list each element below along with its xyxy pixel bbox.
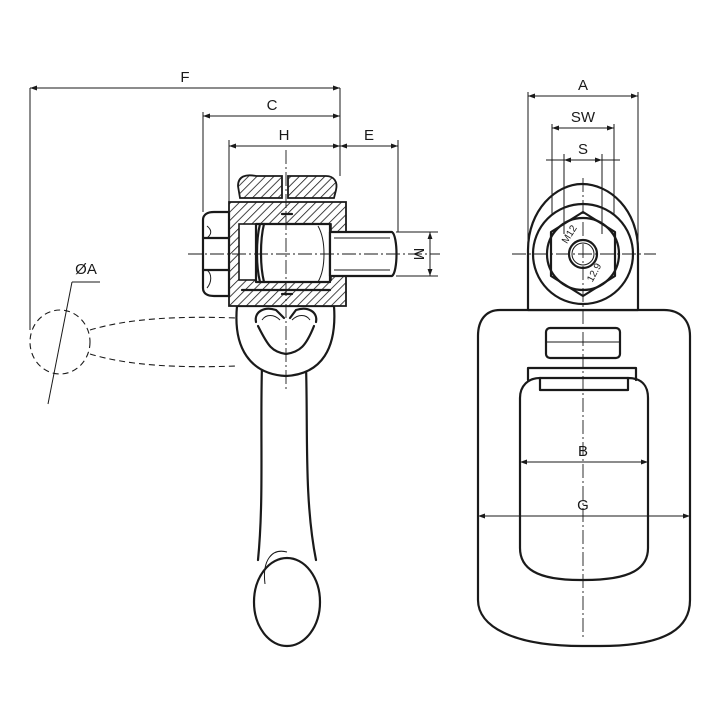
dim-label-g: G — [577, 497, 589, 514]
handle-phantom — [29, 309, 238, 375]
dim-label-a: A — [578, 77, 588, 94]
dim-label-b: B — [578, 443, 588, 460]
dim-label-sw: SW — [571, 109, 596, 126]
dim-label-s: S — [578, 141, 588, 158]
ring-outer — [476, 308, 692, 648]
handle — [252, 364, 322, 648]
dim-label-e: E — [364, 127, 374, 144]
dim-label-m: M — [410, 248, 427, 261]
bolt-shank — [254, 222, 398, 284]
front-view: M12 12.9 A SW S B G — [476, 77, 692, 648]
swivel-eye — [235, 304, 336, 378]
dim-label-f: F — [180, 69, 189, 86]
dim-label-phi-a: ØA — [75, 261, 97, 278]
dim-label-h: H — [279, 127, 290, 144]
dim-label-c: C — [267, 97, 278, 114]
ring-inner — [518, 376, 650, 582]
side-view: F C H E M ØA — [29, 69, 440, 648]
